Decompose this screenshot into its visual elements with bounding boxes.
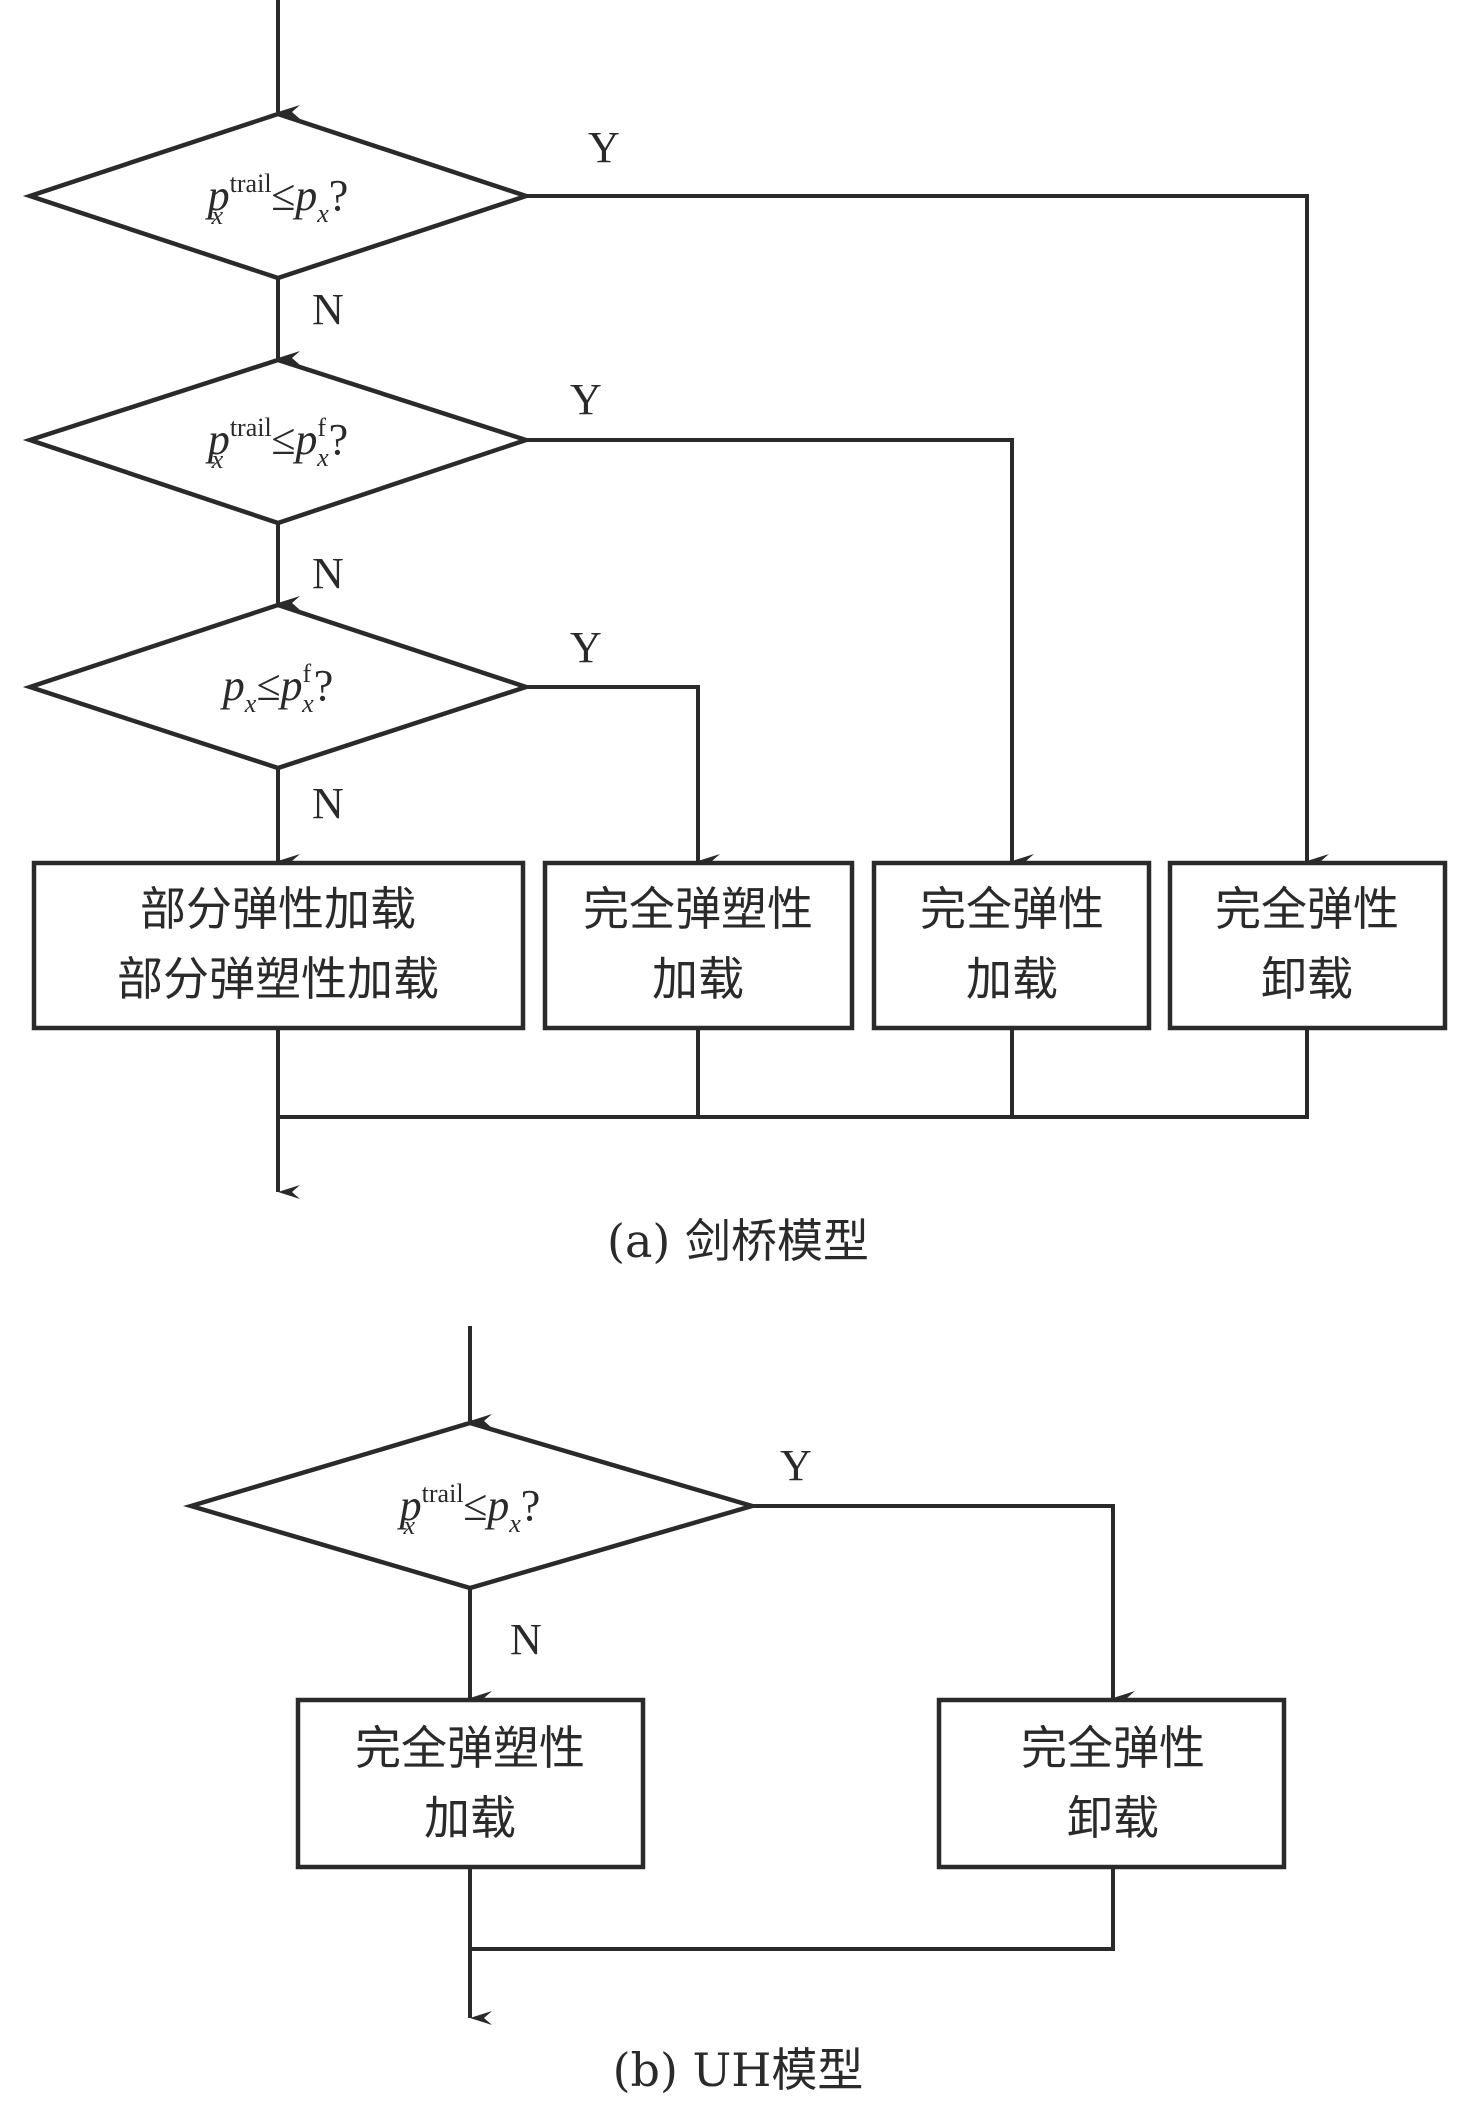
box-4-line-2: 卸载 <box>1261 952 1353 1006</box>
caption-a: (a) 剑桥模型 <box>607 1214 869 1268</box>
result-box-full-elastic-loading: 完全弹性 加载 <box>871 860 1152 1031</box>
box-b2-line-2: 卸载 <box>1067 1791 1159 1845</box>
result-box-b-elastoplastic-loading: 完全弹塑性 加载 <box>295 1697 646 1870</box>
result-box-b-elastic-unloading: 完全弹性 卸载 <box>936 1697 1287 1870</box>
result-box-partial-loading: 部分弹性加载 部分弹塑性加载 <box>31 860 526 1031</box>
box-1-line-1: 部分弹性加载 <box>140 882 416 936</box>
yes-branch-1 <box>526 194 1329 868</box>
box-3-line-2: 加载 <box>966 952 1058 1006</box>
result-box-full-elastoplastic-loading: 完全弹塑性 加载 <box>542 860 855 1031</box>
no-label-3: N <box>312 779 344 828</box>
box-3-line-1: 完全弹性 <box>920 882 1104 936</box>
yes-label-3: Y <box>570 623 602 672</box>
yes-label-2: Y <box>570 375 602 424</box>
result-box-full-elastic-unloading: 完全弹性 卸载 <box>1167 860 1448 1031</box>
box-b1-line-1: 完全弹塑性 <box>355 1721 585 1775</box>
no-label-b: N <box>510 1615 542 1664</box>
no-label-1: N <box>312 285 344 334</box>
box-1-line-2: 部分弹塑性加载 <box>117 952 439 1006</box>
merge-lines-a <box>276 1028 1309 1199</box>
yes-label-b: Y <box>780 1441 812 1490</box>
box-2-line-1: 完全弹塑性 <box>583 882 813 936</box>
box-2-line-2: 加载 <box>652 952 744 1006</box>
caption-b: (b) UH模型 <box>613 2043 864 2097</box>
box-b2-line-1: 完全弹性 <box>1021 1721 1205 1775</box>
box-4-line-1: 完全弹性 <box>1215 882 1399 936</box>
yes-branch-3 <box>526 685 720 868</box>
merge-lines-b <box>468 1867 1115 2025</box>
box-b1-line-2: 加载 <box>424 1791 516 1845</box>
yes-branch-2 <box>526 438 1034 868</box>
yes-branch-b <box>752 1504 1135 1705</box>
no-label-2: N <box>312 549 344 598</box>
yes-label-1: Y <box>588 123 620 172</box>
